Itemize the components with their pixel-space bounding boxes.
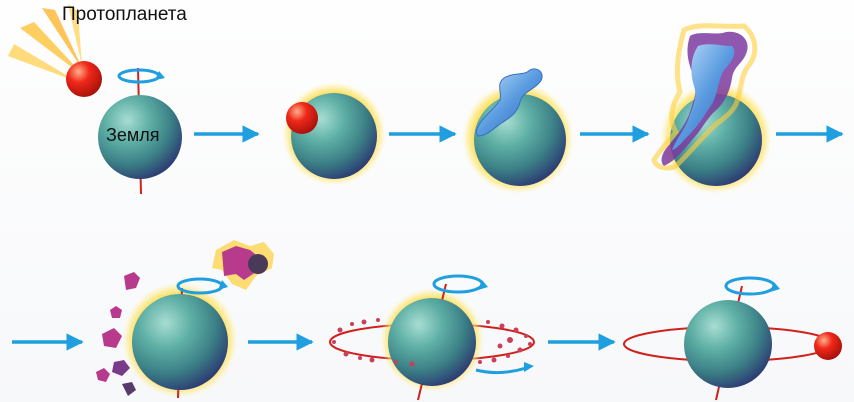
rotation-icon: [726, 278, 780, 294]
moon: [814, 332, 842, 360]
protoplanet-label: Протопланета: [62, 4, 187, 26]
stage-before-impact: [8, 4, 182, 194]
stage-debris-scatter: [96, 240, 274, 398]
rotation-icon: [434, 276, 488, 292]
rotation-icon: [119, 70, 165, 82]
ring-rotation-arrow: [476, 362, 534, 373]
earth: [474, 94, 566, 186]
stage-plume-expansion: [654, 26, 772, 194]
stage-moon-formed: [624, 278, 842, 400]
earth: [132, 294, 228, 390]
stage-debris-ring: [330, 276, 534, 400]
earth-label: Земля: [106, 125, 160, 146]
stage-impact: [282, 82, 386, 186]
stage-ejection: [462, 69, 574, 194]
impactor: [286, 102, 318, 134]
earth: [684, 300, 772, 388]
protoplanet: [66, 61, 102, 97]
earth: [388, 298, 476, 386]
